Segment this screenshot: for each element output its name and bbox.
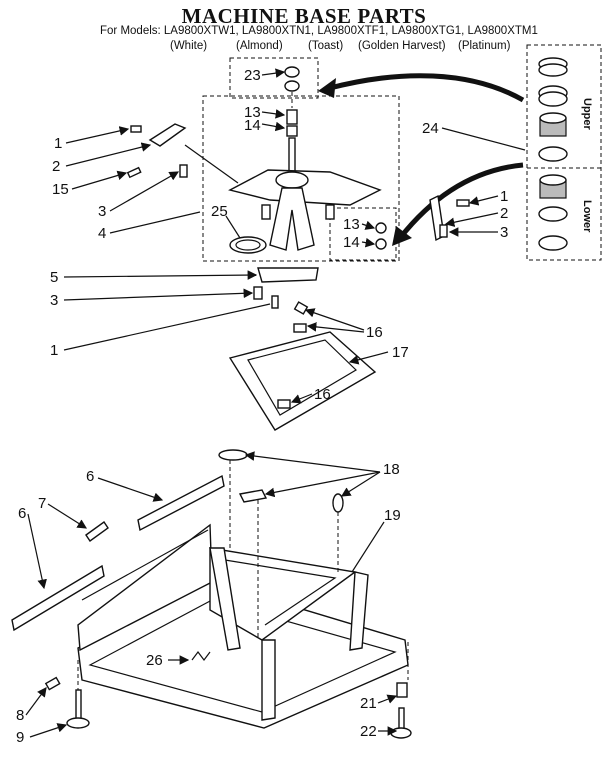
callout-4: 4	[98, 225, 106, 242]
callout-18: 18	[383, 461, 400, 478]
lower-bearing-parts	[538, 174, 568, 251]
variant-golden-harvest: (Golden Harvest)	[358, 40, 446, 52]
inset-upper-label: Upper	[581, 98, 593, 131]
callout-16-lower: 16	[314, 386, 331, 403]
callout-16-upper: 16	[366, 324, 383, 341]
page-title: MACHINE BASE PARTS	[181, 4, 427, 28]
callout-6-upper: 6	[86, 468, 94, 485]
callout-2-right: 2	[500, 205, 508, 222]
callout-23: 23	[244, 67, 261, 84]
callout-3-left: 3	[98, 203, 106, 220]
inset-bearing-box	[526, 44, 602, 261]
box-transmission	[202, 95, 400, 262]
callout-21: 21	[360, 695, 377, 712]
part-17-frame	[228, 331, 377, 431]
variant-white: (White)	[170, 40, 208, 52]
transmission-bracket	[228, 169, 382, 251]
callout-13-upper: 13	[244, 104, 261, 121]
callout-9: 9	[16, 729, 24, 746]
callout-17: 17	[392, 344, 409, 361]
lower-arrow	[398, 162, 524, 240]
callout-8: 8	[16, 707, 24, 724]
variant-toast: (Toast)	[308, 40, 344, 52]
callout-19: 19	[384, 507, 401, 524]
inset-lower-label: Lower	[581, 200, 593, 233]
callout-1-middle: 1	[50, 342, 58, 359]
callout-26: 26	[146, 652, 163, 669]
upper-arrow	[329, 73, 525, 103]
callout-1-right: 1	[500, 188, 508, 205]
leader-lines	[25, 68, 526, 738]
upper-bearing-parts	[538, 57, 568, 162]
box-parts-13-14	[329, 207, 397, 261]
callout-14-lower: 14	[343, 234, 360, 251]
callout-14-upper: 14	[244, 117, 261, 134]
variant-almond: (Almond)	[236, 40, 283, 52]
machine-base-frame	[77, 523, 409, 729]
part-6-rail-upper	[137, 474, 225, 532]
callout-22: 22	[360, 723, 377, 740]
part-6-rail-lower	[11, 564, 105, 632]
callout-25: 25	[211, 203, 228, 220]
callout-3-right: 3	[500, 224, 508, 241]
callout-24: 24	[422, 120, 439, 137]
callout-6-lower: 6	[18, 505, 26, 522]
callout-2-left: 2	[52, 158, 60, 175]
variant-platinum: (Platinum)	[458, 40, 511, 52]
callout-15: 15	[52, 181, 69, 198]
model-list: For Models: LA9800XTW1, LA9800XTN1, LA98…	[100, 25, 538, 37]
callout-1-upper-left: 1	[54, 135, 62, 152]
callout-13-lower: 13	[343, 216, 360, 233]
callout-5: 5	[50, 269, 58, 286]
callout-3-middle: 3	[50, 292, 58, 309]
box-part-23	[229, 57, 319, 99]
callout-numbers: 23 13 14 13 14 1 2 15 3 4 25 24 1 2 3 5 …	[16, 67, 508, 746]
callout-7: 7	[38, 495, 46, 512]
